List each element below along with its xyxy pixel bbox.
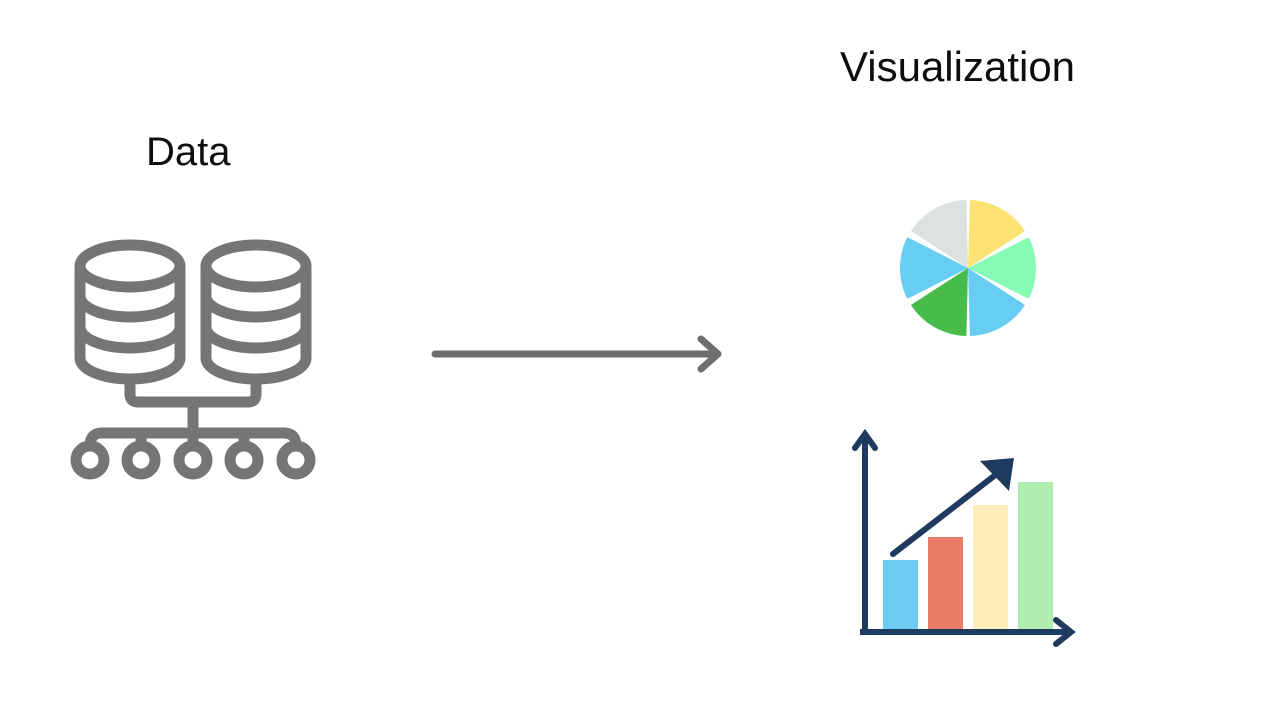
bar-2 [928, 537, 963, 632]
bar-4 [1018, 482, 1053, 632]
data-label: Data [146, 130, 231, 174]
db-right-cylinder-top [200, 239, 312, 293]
db-node-5 [276, 440, 316, 480]
pie-slice-3 [968, 268, 1025, 336]
bar-chart-container [846, 422, 1096, 652]
db-node-3 [173, 440, 213, 480]
pie-slices [899, 200, 1037, 336]
db-right-band-1 [200, 290, 312, 323]
upward-trend-arrow [890, 458, 1014, 557]
arrow-container [420, 330, 740, 378]
db-node-4 [224, 440, 264, 480]
db-right-band-2 [200, 321, 312, 354]
visualization-pie-chart [899, 200, 1037, 336]
database-cluster-icon [70, 239, 316, 480]
visualization-label: Visualization [840, 43, 1076, 90]
pie-slice-2 [968, 237, 1037, 299]
trend-arrow-shaft [890, 463, 1010, 557]
pie-slice-6 [910, 200, 968, 268]
x-axis-arrowhead [1053, 617, 1076, 647]
db-node-1 [70, 440, 110, 480]
transformation-arrow [431, 335, 722, 373]
pie-slice-5 [899, 237, 968, 299]
bar-chart-axes [852, 428, 1076, 647]
bar-3 [973, 505, 1008, 632]
arrow-head [697, 335, 722, 373]
pie-chart-container [832, 138, 1104, 394]
db-node-2 [121, 440, 161, 480]
database-icon-container [60, 228, 332, 484]
db-left-band-2 [74, 321, 186, 354]
trend-arrow-head [980, 458, 1014, 491]
bar-1 [883, 560, 918, 632]
visualization-bar-chart [852, 428, 1076, 647]
db-left-band-1 [74, 290, 186, 323]
y-axis-arrowhead [852, 428, 878, 451]
pie-slice-1 [968, 200, 1025, 268]
pie-slice-4 [910, 268, 968, 336]
bar-chart-bars [883, 482, 1053, 632]
db-left-cylinder-top [74, 239, 186, 293]
